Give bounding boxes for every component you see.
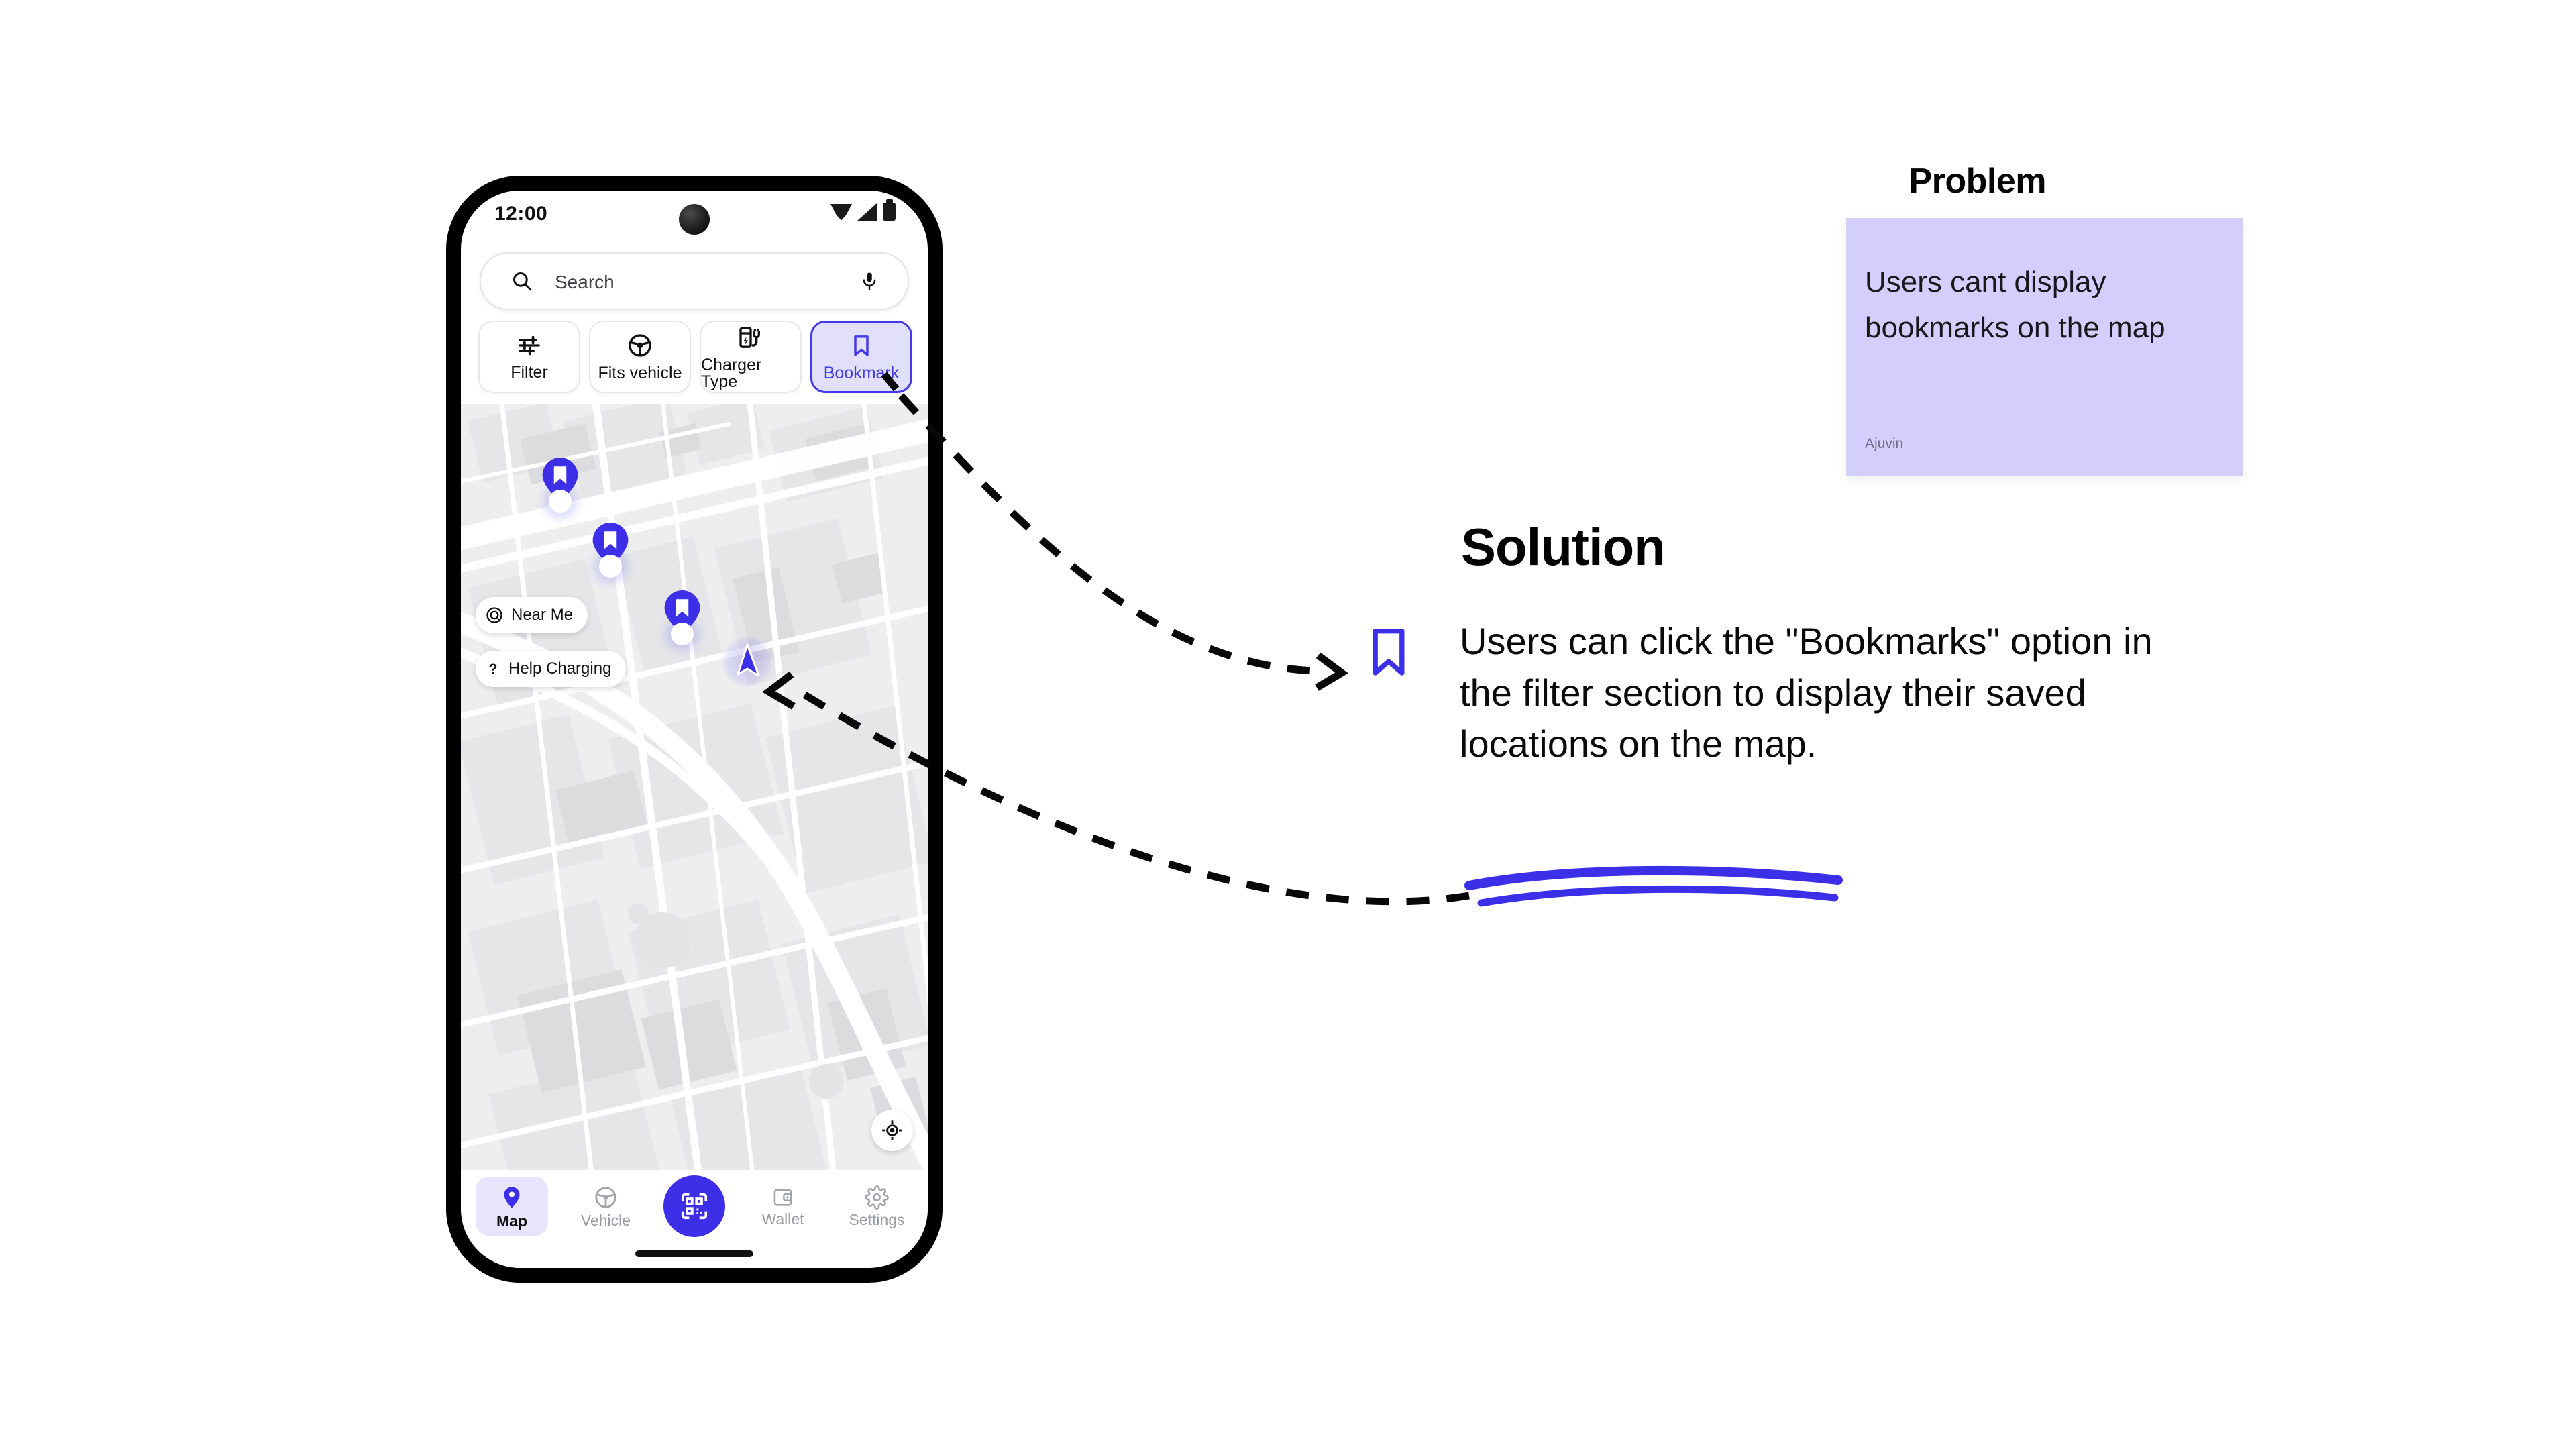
- solution-body-text: Users can click the "Bookmarks" option i…: [1460, 620, 2153, 765]
- near-me-label: Near Me: [511, 606, 574, 624]
- solution-title: Solution: [1461, 517, 1666, 576]
- sticky-note-text: Users cant display bookmarks on the map: [1865, 266, 2165, 345]
- filter-chips-row: Filter Fits vehicle: [478, 321, 928, 393]
- nav-item-wallet[interactable]: Wallet: [747, 1177, 819, 1236]
- user-location-halo: [721, 635, 773, 688]
- steering-wheel-icon: [629, 334, 651, 357]
- nav-item-qr-scan[interactable]: [663, 1175, 725, 1237]
- signal-icon: [857, 203, 877, 221]
- nav-label: Map: [496, 1212, 527, 1230]
- bookmark-pin-icon: [542, 458, 578, 502]
- map-canvas[interactable]: Near Me ? Help Charging: [461, 404, 928, 1170]
- underline-stroke-1: [1464, 865, 1843, 890]
- bottom-navigation-bar: Map Vehicle: [461, 1170, 928, 1268]
- phone-mockup: 12:00 Search: [446, 176, 943, 1283]
- search-bar[interactable]: Search: [480, 252, 909, 310]
- pin-shadow-dot: [549, 490, 572, 513]
- help-charging-label: Help Charging: [508, 659, 612, 678]
- nav-label: Wallet: [761, 1210, 804, 1228]
- chip-label: Charger Type: [701, 355, 762, 391]
- problem-sticky-note: Users cant display bookmarks on the map …: [1846, 218, 2243, 476]
- chip-fits-vehicle[interactable]: Fits vehicle: [589, 321, 691, 393]
- underline-stroke-2: [1477, 885, 1839, 907]
- sliders-icon: [519, 335, 540, 356]
- chip-label: Filter: [511, 363, 548, 382]
- wallet-icon: [773, 1188, 792, 1206]
- bookmark-pin-icon: [664, 590, 700, 635]
- sticky-note-author: Ajuvin: [1865, 436, 1904, 451]
- map-bookmark-pin[interactable]: [542, 458, 578, 513]
- qr-scan-icon: [681, 1193, 708, 1220]
- chip-label: Fits vehicle: [598, 364, 682, 382]
- chip-filter[interactable]: Filter: [478, 321, 580, 393]
- chip-charger-type[interactable]: Charger Type: [700, 321, 802, 393]
- chip-bookmark[interactable]: Bookmark: [810, 321, 912, 393]
- nav-item-settings[interactable]: Settings: [841, 1177, 913, 1236]
- map-bookmark-pin[interactable]: [664, 590, 700, 645]
- map-bookmark-pin[interactable]: [592, 523, 629, 578]
- charging-station-icon: [739, 326, 760, 348]
- battery-icon: [883, 199, 896, 221]
- phone-screen: 12:00 Search: [461, 191, 928, 1268]
- front-camera-punch-hole: [679, 204, 710, 235]
- problem-title: Problem: [1909, 162, 2046, 201]
- nav-label: Settings: [849, 1210, 905, 1228]
- near-me-button[interactable]: Near Me: [476, 597, 588, 633]
- bookmark-pin-icon: [592, 523, 629, 567]
- microphone-icon[interactable]: [859, 269, 879, 293]
- wifi-icon: [830, 204, 852, 221]
- home-indicator: [635, 1250, 753, 1257]
- help-charging-button[interactable]: ? Help Charging: [476, 651, 627, 687]
- locate-me-button[interactable]: [871, 1110, 913, 1151]
- status-bar: 12:00: [461, 191, 928, 240]
- gear-icon: [865, 1185, 889, 1210]
- pin-shadow-dot: [599, 555, 622, 578]
- dashed-arrow-chip-to-solution: [898, 393, 1316, 675]
- bottom-nav-items: Map Vehicle: [476, 1175, 913, 1237]
- target-icon: [486, 607, 502, 623]
- map-pin-icon: [504, 1186, 520, 1208]
- chip-label: Bookmark: [823, 364, 900, 382]
- question-mark-icon: ?: [489, 661, 498, 677]
- nav-item-map[interactable]: Map: [476, 1177, 548, 1236]
- navigation-arrow-icon: [737, 643, 760, 677]
- status-bar-time: 12:00: [494, 203, 548, 225]
- search-input[interactable]: Search: [555, 272, 614, 292]
- crosshair-icon: [882, 1120, 902, 1140]
- nav-label: Vehicle: [580, 1211, 631, 1229]
- status-bar-icons: [830, 199, 896, 221]
- pin-shadow-dot: [671, 623, 694, 645]
- steering-wheel-icon: [595, 1186, 616, 1208]
- map-tiles: [461, 404, 928, 1170]
- bookmark-icon: [1373, 629, 1405, 676]
- bookmark-icon: [854, 335, 869, 356]
- nav-item-vehicle[interactable]: Vehicle: [570, 1177, 642, 1236]
- search-icon: [513, 272, 532, 291]
- svg-text:?: ?: [489, 661, 498, 677]
- arrowhead-right: [1315, 652, 1348, 691]
